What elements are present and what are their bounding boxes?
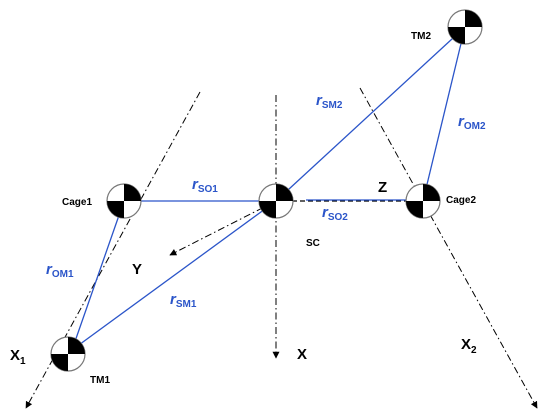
y-axis-label: Y [132,261,142,278]
r-om1-arrow [70,200,125,351]
r-so2-label: rSO2 [322,204,348,223]
r-sm2-arrow [275,26,466,202]
tm1-mass-symbol [50,336,86,372]
sc-mass-symbol [258,183,294,219]
sc-label: SC [306,238,320,249]
axis-lines [25,87,538,409]
x2-axis-label: X2 [461,336,477,356]
z-axis-label: Z [378,179,387,196]
r-om1-label: rOM1 [46,261,74,280]
r-om2-label: rOM2 [458,113,486,132]
tm2-mass-symbol [447,9,483,45]
r-sm2-label: rSM2 [316,92,343,111]
r-so1-label: rSO1 [192,176,218,195]
r-sm1-arrow [71,200,277,351]
cage1-mass-symbol [106,183,142,219]
x1-axis-label: X1 [10,347,26,367]
tm1-label: TM1 [90,375,110,386]
x2-axis-line [359,87,538,409]
cage2-label: Cage2 [446,195,476,206]
tm2-label: TM2 [411,31,431,42]
r-om2-arrow [422,26,468,202]
y-axis-line [169,200,277,256]
cage1-label: Cage1 [62,197,92,208]
x-axis-label: X [297,346,307,363]
r-sm1-label: rSM1 [170,291,197,310]
vector-lines [70,26,468,351]
cage2-mass-symbol [405,183,441,219]
